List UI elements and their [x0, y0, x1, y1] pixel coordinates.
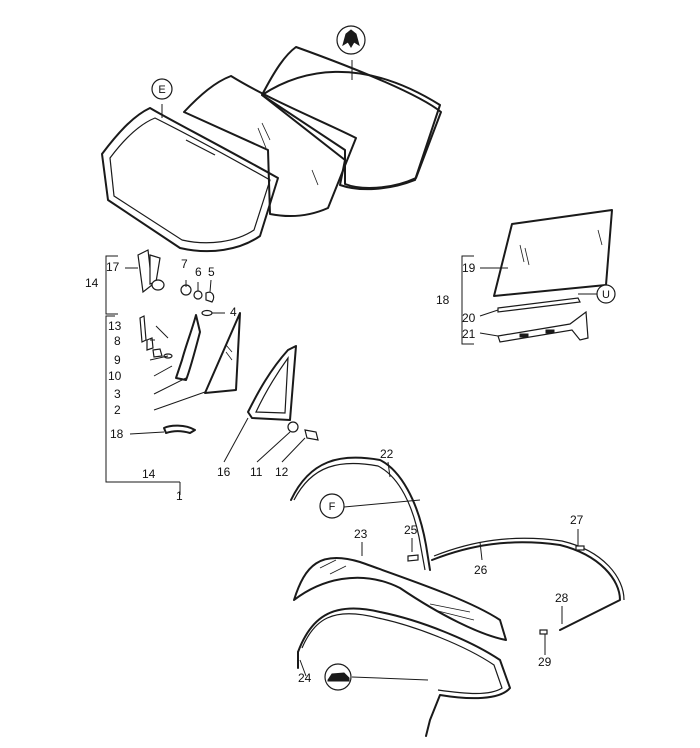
callout-17: 18 [110, 427, 124, 441]
clip-part [407, 554, 419, 562]
roof-hood-glass [293, 556, 507, 641]
callout-16: 16 [217, 465, 231, 479]
callout-7: 7 [181, 257, 188, 271]
callout-8: 8 [114, 334, 121, 348]
callout-19: 19 [462, 261, 476, 275]
callout-11: 11 [250, 465, 263, 479]
callout-14-lower: 14 [142, 467, 156, 481]
callout-28: 28 [555, 591, 569, 605]
callout-3: 3 [114, 387, 121, 401]
callout-27: 27 [570, 513, 584, 527]
badge-emblem [336, 25, 366, 55]
leader-lines [125, 60, 597, 681]
callout-15: 17 [106, 260, 120, 274]
badge-e: E [151, 78, 173, 100]
callout-29: 29 [538, 655, 552, 669]
callout-10: 10 [108, 369, 122, 383]
badge-car [324, 663, 352, 691]
windshield-seal-frame [101, 107, 279, 253]
badge-u: U [596, 284, 616, 304]
callout-24: 24 [298, 671, 312, 685]
door-glass-assembly [461, 209, 613, 345]
callout-18: 18 [436, 293, 450, 307]
callout-13: 13 [108, 319, 122, 333]
badge-f: F [319, 493, 345, 519]
callout-6: 6 [195, 265, 202, 279]
callout-5: 5 [208, 265, 215, 279]
svg-text:F: F [329, 501, 336, 513]
windshield-middle-glass [183, 75, 357, 217]
callout-2: 2 [114, 403, 121, 417]
belt-molding [431, 537, 625, 635]
emblem-icon [342, 29, 360, 48]
callout-26: 26 [474, 563, 488, 577]
windshield-rear-glass [261, 46, 442, 191]
callout-labels: 14 17 7 6 5 4 13 8 9 10 3 2 18 14 16 11 … [85, 257, 584, 685]
callout-14-upper: 14 [85, 276, 99, 290]
callout-22: 22 [380, 447, 394, 461]
callout-23: 23 [354, 527, 368, 541]
callout-21: 21 [462, 327, 476, 341]
vent-window-assembly [137, 249, 319, 441]
callout-1: 1 [176, 489, 183, 503]
callout-4: 4 [230, 305, 237, 319]
group-brackets-left [105, 255, 181, 495]
roof-frame-lower [297, 607, 511, 737]
svg-text:U: U [602, 289, 610, 301]
svg-text:E: E [158, 84, 165, 96]
callout-12: 12 [275, 465, 289, 479]
top-frame-upper [290, 456, 431, 571]
car-silhouette-icon [327, 672, 350, 682]
callout-9: 9 [114, 353, 121, 367]
callout-20: 20 [462, 311, 476, 325]
callout-25: 25 [404, 523, 418, 537]
